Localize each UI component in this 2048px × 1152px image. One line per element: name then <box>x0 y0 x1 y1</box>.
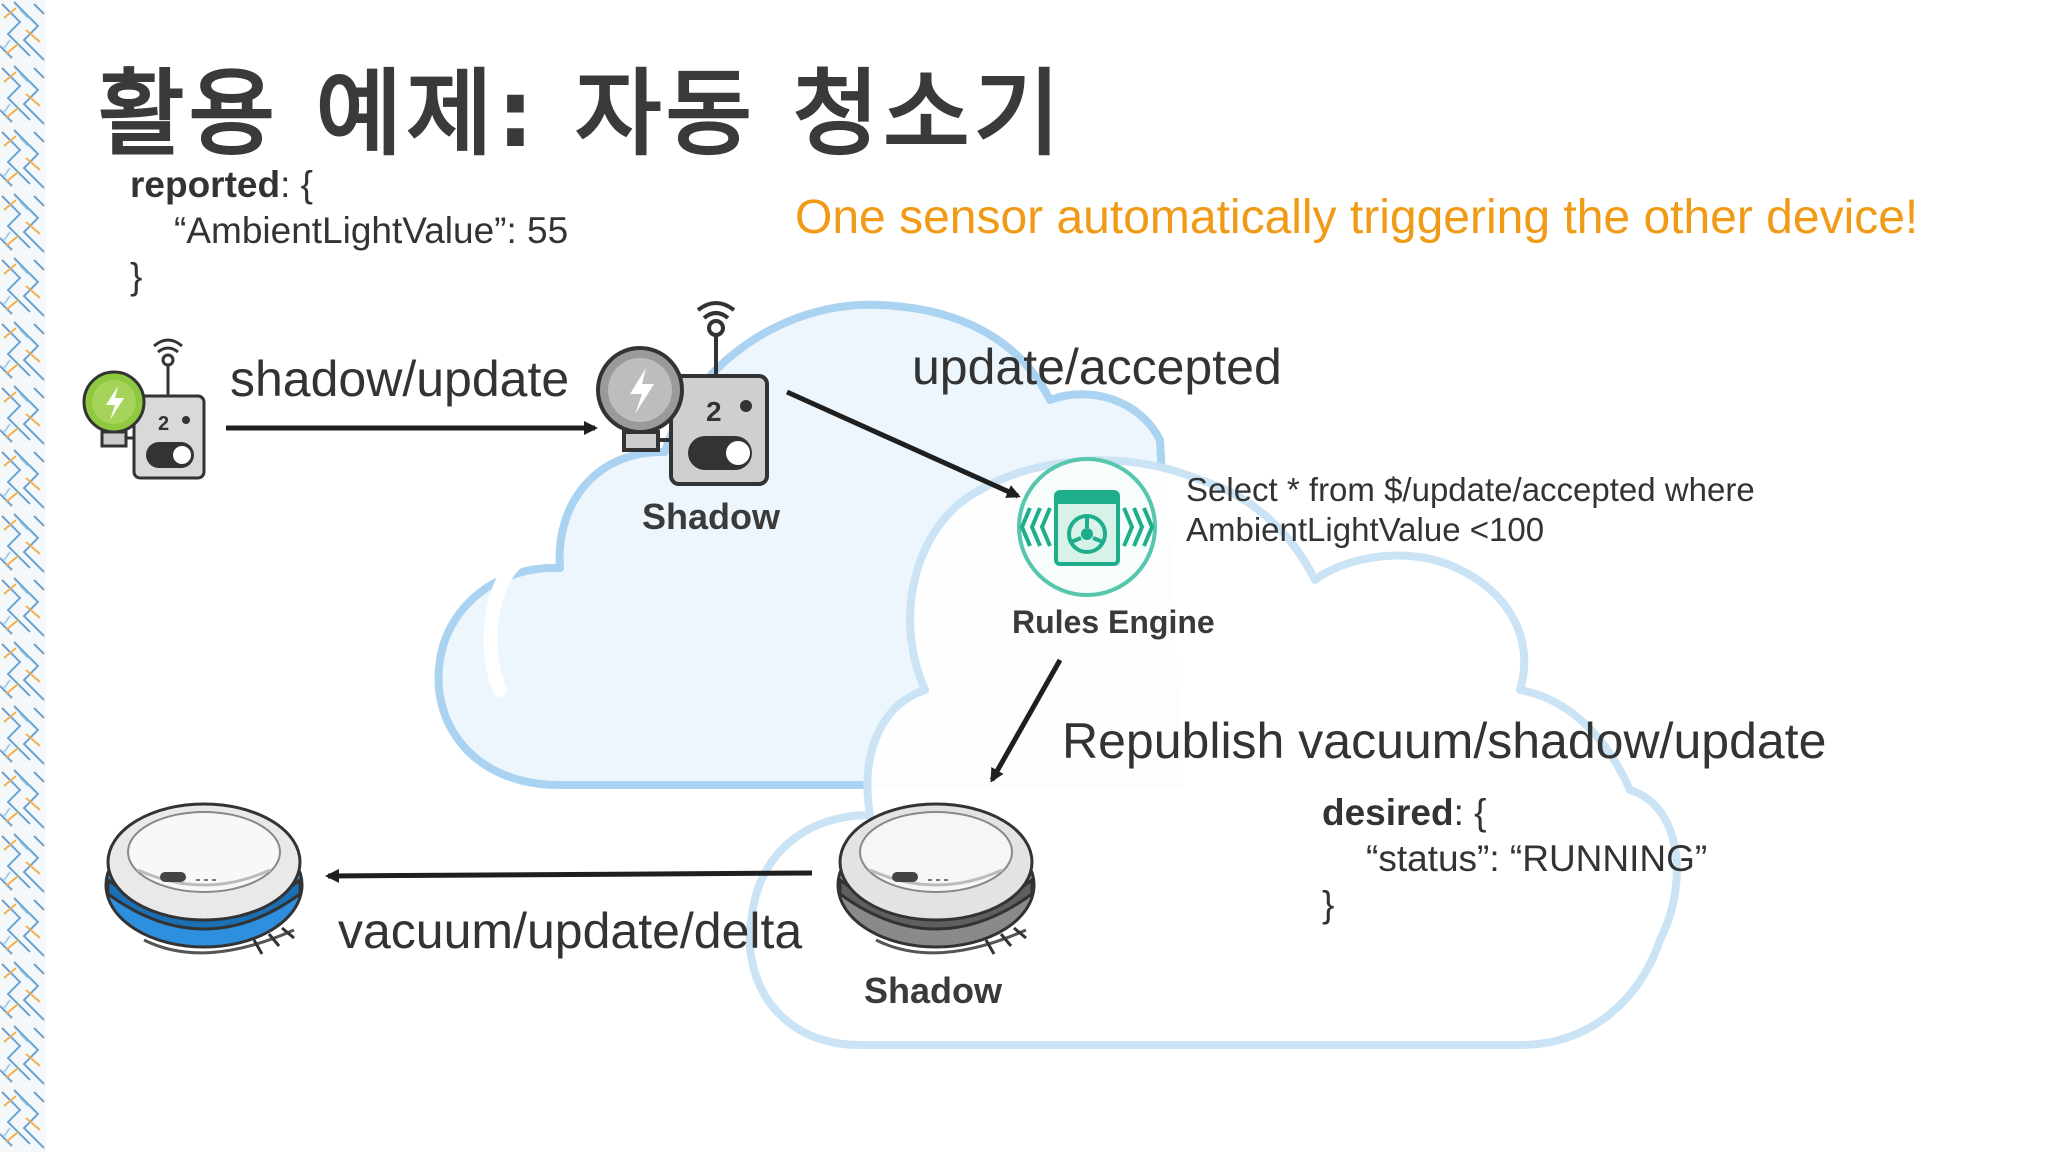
reported-brace-open: : { <box>280 164 313 205</box>
light-shadow-label: Shadow <box>642 496 781 537</box>
vacuum-shadow-label: Shadow <box>864 970 1003 1011</box>
arrow-update-accepted <box>785 389 1021 499</box>
tagline: One sensor automatically triggering the … <box>795 191 1919 244</box>
desired-brace-close: } <box>1322 884 1335 925</box>
desired-brace-open: : { <box>1453 792 1487 833</box>
topic-vacuum-delta: vacuum/update/delta <box>338 903 803 959</box>
desired-key: desired <box>1322 792 1454 833</box>
arrow-vacuum-delta <box>325 868 813 883</box>
rule-query-text: Select * from $/update/accepted where Am… <box>1186 471 1755 548</box>
reported-open-line: reported: { <box>130 162 568 208</box>
desired-value-line: “status”: “RUNNING” <box>1366 838 1708 879</box>
decorative-side-stripe <box>0 0 46 1152</box>
page-title: 활용 예제: 자동 청소기 <box>98 60 1065 169</box>
desired-json-block: desired: { “status”: “RUNNING” } <box>1322 790 1707 928</box>
topic-shadow-update: shadow/update <box>230 351 570 407</box>
rules-engine-label: Rules Engine <box>1012 604 1215 640</box>
reported-json-block: reported: { “AmbientLightValue”: 55 } <box>130 162 568 300</box>
arrow-republish <box>989 658 1063 783</box>
reported-key: reported <box>130 164 281 205</box>
desired-open-line: desired: { <box>1322 790 1707 836</box>
topic-republish: Republish vacuum/shadow/update <box>1062 713 1827 769</box>
reported-value-line: “AmbientLightValue”: 55 <box>174 210 569 251</box>
topic-update-accepted: update/accepted <box>912 339 1282 395</box>
reported-brace-close: } <box>130 256 143 297</box>
svg-text:2: 2 <box>706 396 722 427</box>
svg-text:2: 2 <box>158 413 169 435</box>
